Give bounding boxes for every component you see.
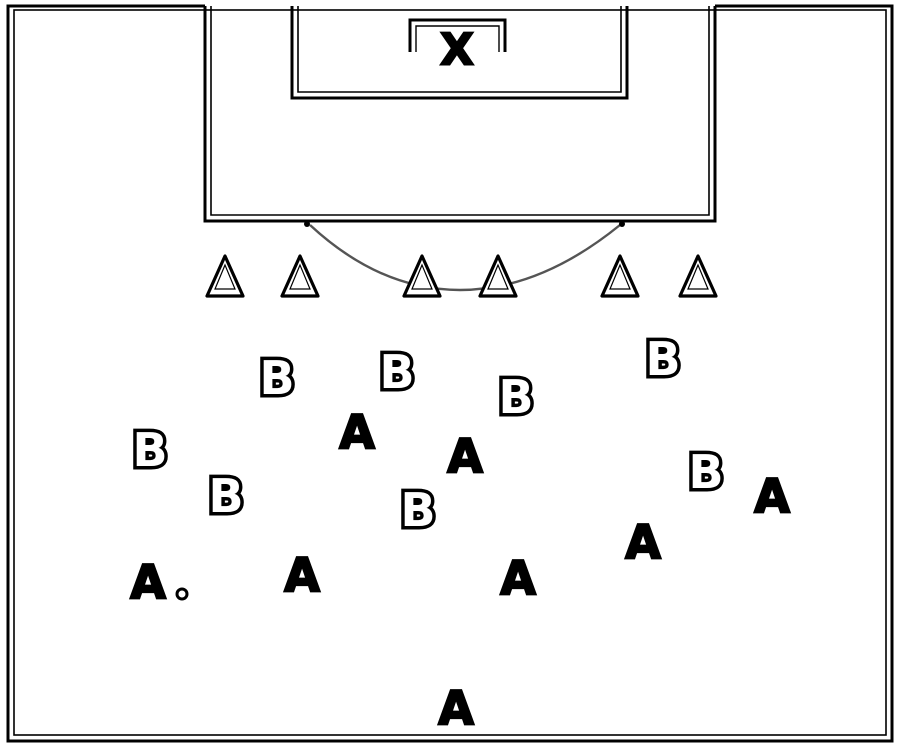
- player-marker-b: B: [379, 345, 414, 399]
- cone-icon: [678, 254, 718, 298]
- player-marker-b: B: [688, 445, 723, 499]
- player-marker-a: A: [130, 555, 166, 609]
- player-marker-a: A: [500, 551, 536, 605]
- player-marker-a: A: [438, 681, 474, 735]
- player-marker-a: A: [284, 548, 320, 602]
- pitch-boundary: [6, 4, 894, 743]
- player-marker-b: B: [208, 469, 243, 523]
- player-marker-b: B: [645, 332, 680, 386]
- cone-icon: [402, 254, 442, 298]
- penalty-arc: [309, 224, 621, 292]
- player-marker-b: B: [400, 483, 435, 537]
- goal-area: [290, 6, 629, 100]
- cone-icon: [280, 254, 320, 298]
- player-marker-b: B: [132, 423, 167, 477]
- cone-icon: [600, 254, 640, 298]
- player-marker-a: A: [339, 405, 375, 459]
- player-marker-b: B: [498, 370, 533, 424]
- goalkeeper-marker: X: [440, 25, 474, 76]
- player-marker-a: A: [754, 469, 790, 523]
- arc-endpoint-right: [619, 221, 625, 227]
- player-marker-a: A: [447, 429, 483, 483]
- arc-endpoint-left: [304, 221, 310, 227]
- cone-icon: [205, 254, 245, 298]
- cone-icon: [478, 254, 518, 298]
- player-marker-a: A: [625, 515, 661, 569]
- ball-icon: [175, 587, 189, 601]
- player-marker-b: B: [259, 351, 294, 405]
- penalty-area: [203, 6, 717, 223]
- cones-group: [205, 254, 718, 298]
- goal-frame: [408, 18, 507, 52]
